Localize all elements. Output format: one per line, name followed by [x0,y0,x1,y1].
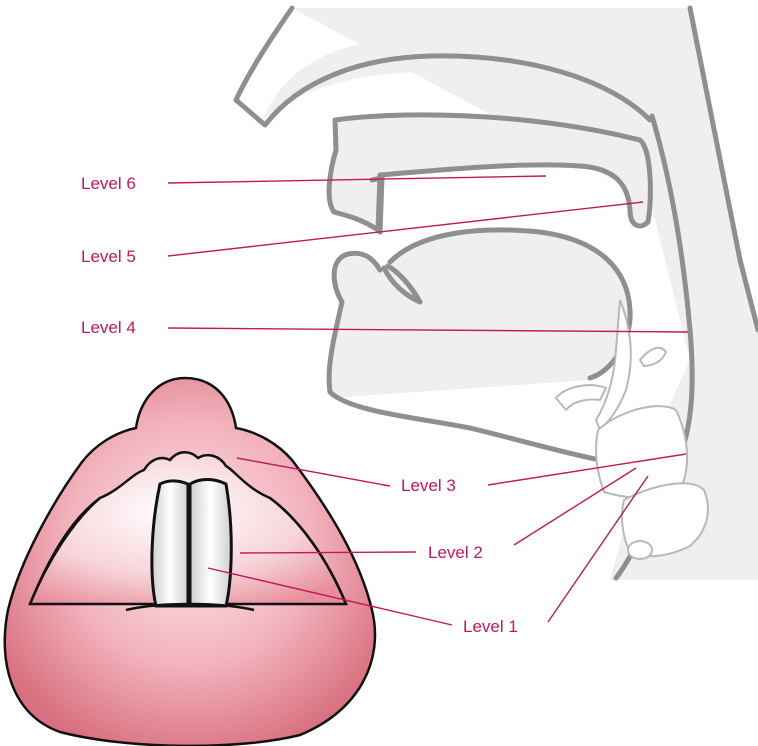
label-level-4: Level 4 [81,318,136,337]
vocal-cord-right [190,480,231,607]
label-level-1: Level 1 [463,617,518,636]
tongue [329,230,630,398]
label-level-3: Level 3 [401,476,456,495]
leader-level-2-right [514,468,636,545]
cricoid-ring [628,541,652,559]
label-level-2: Level 2 [428,543,483,562]
laryngoscopic-view [5,378,375,746]
label-level-6: Level 6 [81,174,136,193]
leader-level-2-left [240,552,416,553]
hyoid-horn [640,348,666,366]
vocal-cord-left [152,481,188,606]
label-level-5: Level 5 [81,247,136,266]
hyoid [556,385,606,410]
